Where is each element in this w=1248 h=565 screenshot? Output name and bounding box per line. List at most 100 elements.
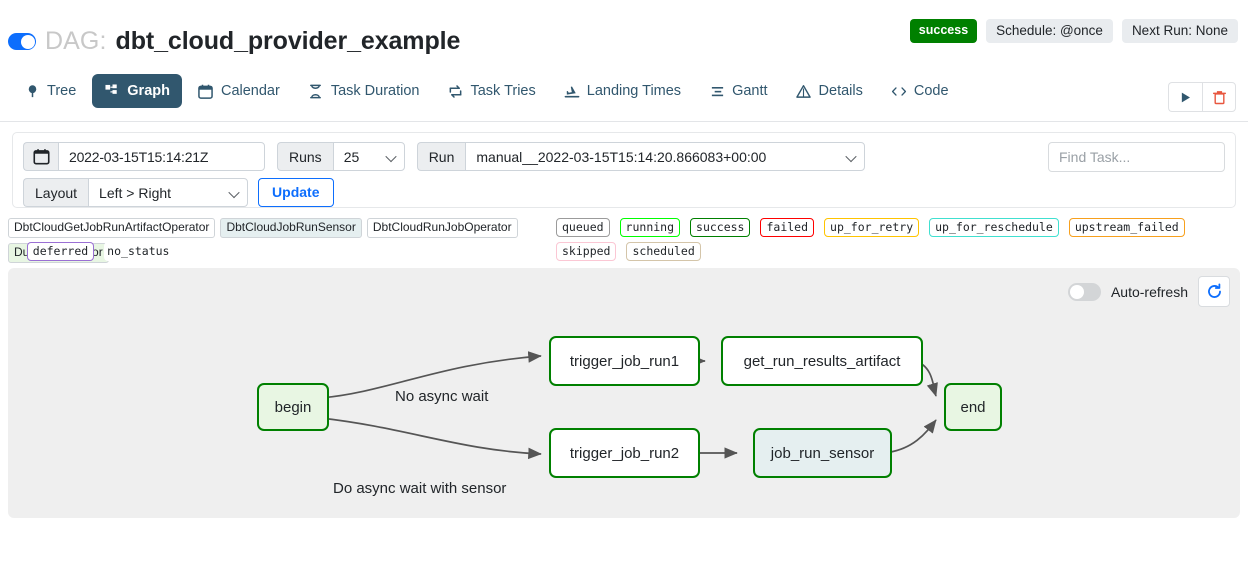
landing-icon xyxy=(564,83,580,99)
state-legend-success: success xyxy=(690,218,751,237)
task-node-job-run-sensor[interactable]: job_run_sensor xyxy=(753,428,892,478)
state-legend-skipped: skipped xyxy=(556,242,617,261)
tab-details[interactable]: Details xyxy=(784,74,875,108)
task-node-label: trigger_job_run2 xyxy=(569,444,680,462)
graph-toolbar: Auto-refresh xyxy=(1067,276,1230,307)
tab-details-label: Details xyxy=(818,83,863,99)
dag-pause-toggle[interactable] xyxy=(8,33,36,50)
schedule-badge[interactable]: Schedule: @once xyxy=(986,19,1113,43)
run-select-value: manual__2022-03-15T15:14:20.866083+00:00 xyxy=(476,148,767,165)
code-brackets-icon xyxy=(891,83,907,99)
runs-select-value: 25 xyxy=(343,148,360,165)
dag-action-buttons xyxy=(1168,82,1236,112)
tab-task-duration[interactable]: Task Duration xyxy=(296,74,432,108)
state-legend-up-for-reschedule: up_for_reschedule xyxy=(929,218,1059,237)
tab-graph[interactable]: Graph xyxy=(92,74,182,108)
run-label: Run xyxy=(416,142,466,171)
tab-graph-label: Graph xyxy=(127,83,170,99)
tab-landing-times[interactable]: Landing Times xyxy=(552,74,693,108)
view-tabs-bar: Tree Graph Calendar Task Duration Task T xyxy=(0,70,1248,122)
trigger-dag-button[interactable] xyxy=(1168,82,1202,112)
task-node-label: end xyxy=(960,398,986,416)
task-node-label: get_run_results_artifact xyxy=(743,352,901,370)
base-date-input[interactable]: 2022-03-15T15:14:21Z xyxy=(58,142,265,171)
tab-code-label: Code xyxy=(913,83,949,99)
state-legend-no-status: no_status xyxy=(104,242,176,261)
operator-legend-item: DbtCloudJobRunSensor xyxy=(220,218,362,238)
calendar-icon[interactable] xyxy=(23,142,58,171)
layout-select[interactable]: Left > Right xyxy=(88,178,249,207)
layout-group: Layout Left > Right xyxy=(23,178,249,207)
run-select[interactable]: manual__2022-03-15T15:14:20.866083+00:00 xyxy=(465,142,866,171)
legend: DbtCloudGetJobRunArtifactOperator DbtClo… xyxy=(8,218,1240,263)
state-legend: queued running success failed up_for_ret… xyxy=(26,218,1240,261)
tab-gantt[interactable]: Gantt xyxy=(697,74,779,108)
state-legend-up-for-retry: up_for_retry xyxy=(824,218,920,237)
dag-name-label: dbt_cloud_provider_example xyxy=(115,27,461,55)
hourglass-icon xyxy=(308,83,324,99)
refresh-button[interactable] xyxy=(1198,276,1230,307)
tab-code[interactable]: Code xyxy=(879,74,961,108)
operator-legend-item: DbtCloudGetJobRunArtifactOperator xyxy=(8,218,216,238)
task-node-trigger-job-run2[interactable]: trigger_job_run2 xyxy=(549,428,700,478)
auto-refresh-toggle[interactable] xyxy=(1067,282,1101,301)
dag-title: DAG: dbt_cloud_provider_example xyxy=(8,27,460,56)
tab-gantt-label: Gantt xyxy=(732,83,768,99)
toggle-knob xyxy=(20,34,35,49)
tab-task-duration-label: Task Duration xyxy=(330,83,420,99)
base-date-group: 2022-03-15T15:14:21Z xyxy=(23,142,265,171)
filter-row-2: Layout Left > Right Update xyxy=(23,178,1225,207)
page-header: DAG: dbt_cloud_provider_example success … xyxy=(0,0,1248,70)
runs-select[interactable]: 25 xyxy=(332,142,405,171)
tab-landing-times-label: Landing Times xyxy=(586,83,682,99)
task-node-label: begin xyxy=(274,398,312,416)
dag-prefix-label: DAG: xyxy=(45,27,107,55)
graph-edges xyxy=(320,351,938,460)
toggle-knob xyxy=(1069,284,1084,299)
edge-label-do-async-wait: Do async wait with sensor xyxy=(333,480,507,497)
refresh-icon xyxy=(1207,283,1221,298)
gantt-icon xyxy=(709,83,725,99)
retry-icon xyxy=(447,83,463,99)
state-legend-deferred: deferred xyxy=(26,242,95,261)
task-node-end[interactable]: end xyxy=(944,383,1002,431)
next-run-badge: Next Run: None xyxy=(1121,19,1238,43)
tab-tree[interactable]: Tree xyxy=(12,74,88,108)
task-node-label: job_run_sensor xyxy=(770,444,875,462)
update-button[interactable]: Update xyxy=(258,178,334,207)
layout-select-value: Left > Right xyxy=(99,184,172,201)
tab-calendar-label: Calendar xyxy=(220,83,280,99)
state-legend-upstream-failed: upstream_failed xyxy=(1068,218,1185,237)
state-legend-failed: failed xyxy=(760,218,815,237)
runs-group: Runs 25 xyxy=(277,142,405,171)
edge-label-no-async-wait: No async wait xyxy=(395,388,489,405)
warning-triangle-icon xyxy=(796,83,812,99)
delete-dag-button[interactable] xyxy=(1202,82,1236,112)
graph-icon xyxy=(104,83,120,99)
layout-label: Layout xyxy=(23,178,89,207)
operator-legend-item: DbtCloudRunJobOperator xyxy=(366,218,518,238)
tab-tree-label: Tree xyxy=(47,83,77,99)
tab-task-tries[interactable]: Task Tries xyxy=(435,74,547,108)
state-legend-scheduled: scheduled xyxy=(626,242,701,261)
view-tabs: Tree Graph Calendar Task Duration Task T xyxy=(12,74,961,108)
task-node-begin[interactable]: begin xyxy=(257,383,329,431)
tree-icon xyxy=(24,83,40,99)
calendar-icon xyxy=(198,83,214,99)
tab-calendar[interactable]: Calendar xyxy=(186,74,292,108)
play-icon xyxy=(1181,92,1190,102)
dag-filter-bar: 2022-03-15T15:14:21Z Runs 25 Run manual_… xyxy=(12,132,1236,208)
auto-refresh-label: Auto-refresh xyxy=(1110,283,1188,300)
filter-row-1: 2022-03-15T15:14:21Z Runs 25 Run manual_… xyxy=(23,142,1225,171)
run-group: Run manual__2022-03-15T15:14:20.866083+0… xyxy=(416,142,866,171)
graph-panel: Auto-refresh begin trigger_job_run1 get_… xyxy=(8,268,1240,518)
runs-label: Runs xyxy=(277,142,333,171)
dag-status-badge: success xyxy=(909,19,978,43)
task-node-label: trigger_job_run1 xyxy=(569,352,680,370)
state-legend-queued: queued xyxy=(556,218,610,237)
tab-task-tries-label: Task Tries xyxy=(470,83,536,99)
trash-icon xyxy=(1212,90,1226,104)
task-node-trigger-job-run1[interactable]: trigger_job_run1 xyxy=(549,336,700,386)
task-node-get-run-results-artifact[interactable]: get_run_results_artifact xyxy=(721,336,923,386)
find-task-input[interactable]: Find Task... xyxy=(1048,142,1225,172)
